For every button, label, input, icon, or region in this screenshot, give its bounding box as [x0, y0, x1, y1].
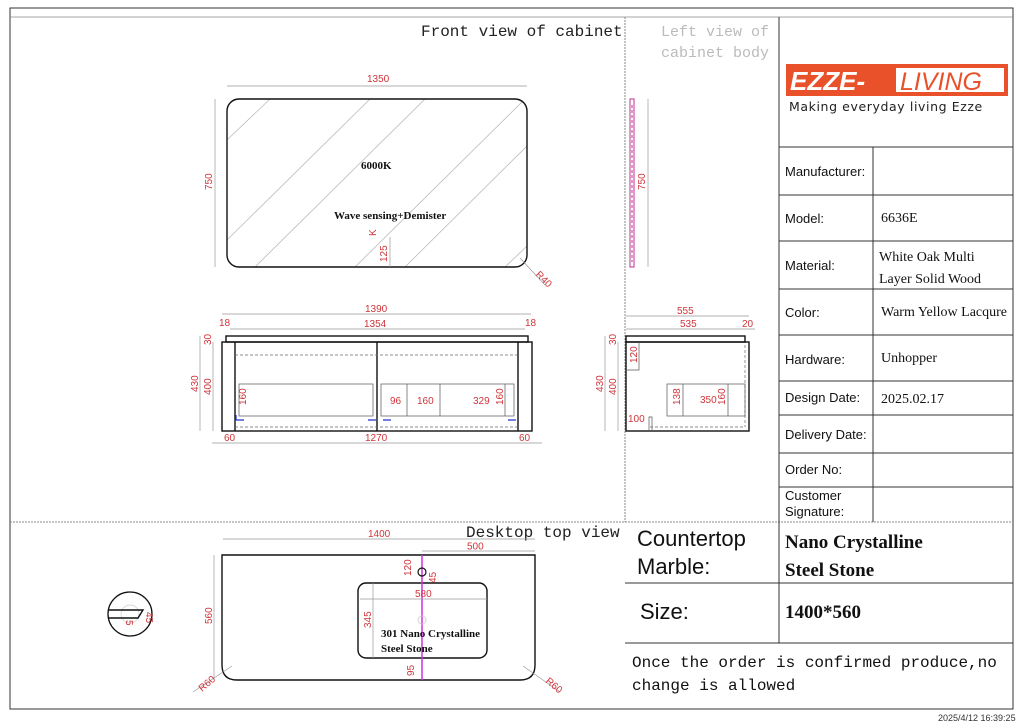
- dim-label: 30: [203, 333, 214, 345]
- dim-label: 96: [390, 396, 402, 407]
- color-value: Warm Yellow Lacqure: [881, 305, 1007, 320]
- mirror-feature: Wave sensing+Demister: [334, 210, 446, 222]
- model-label: Model:: [785, 211, 824, 226]
- dim-label: 500: [467, 542, 484, 553]
- material-value: White Oak Multi: [879, 250, 975, 265]
- dim-label: 20: [742, 319, 754, 330]
- dim-label: 1390: [365, 304, 388, 315]
- dim-label: 120: [403, 559, 414, 576]
- sheet-border: [9, 7, 1014, 710]
- countertop-value: Steel Stone: [785, 560, 874, 581]
- customer-signature-label: Signature:: [785, 504, 844, 519]
- dim-label: 400: [608, 378, 619, 395]
- hardware-label: Hardware:: [785, 352, 845, 367]
- manufacturer-label: Manufacturer:: [785, 164, 865, 179]
- countertop-value: Nano Crystalline: [785, 532, 923, 553]
- dim-label: 750: [204, 173, 215, 190]
- brand-logo: EZZE- LIVING Making everyday living Ezze: [786, 64, 1008, 114]
- material-label: Material:: [785, 258, 835, 273]
- customer-signature-label: Customer: [785, 488, 842, 503]
- order-no-label: Order No:: [785, 462, 842, 477]
- dim-label: 60: [224, 433, 236, 444]
- dim-label: R60: [543, 676, 564, 697]
- material-value: Layer Solid Wood: [879, 272, 981, 287]
- order-notice: change is allowed: [632, 677, 795, 695]
- model-value: 6636E: [881, 211, 918, 226]
- dim-label: 30: [608, 333, 619, 345]
- dim-label: 120: [629, 346, 640, 363]
- dim-label: 345: [363, 611, 374, 628]
- countertop-material-note: Steel Stone: [381, 643, 433, 655]
- design-date-label: Design Date:: [785, 390, 860, 405]
- dim-label: 160: [238, 388, 249, 405]
- delivery-date-label: Delivery Date:: [785, 427, 867, 442]
- color-temperature: 6000K: [361, 160, 392, 172]
- brand-tagline: Making everyday living Ezze: [789, 99, 983, 114]
- dim-label: 1400: [368, 529, 391, 540]
- dim-label: 18: [219, 318, 231, 329]
- dim-label: 350: [700, 395, 717, 406]
- design-date-value: 2025.02.17: [881, 392, 944, 407]
- size-label: Size:: [640, 599, 689, 624]
- title-block: EZZE- LIVING Making everyday living Ezze…: [625, 17, 1013, 695]
- left-view-title: Left view of: [661, 24, 769, 41]
- dim-label: 535: [680, 319, 697, 330]
- dim-label: 1350: [367, 74, 390, 85]
- hardware-value: Unhopper: [881, 351, 937, 366]
- dim-label: K: [368, 229, 379, 236]
- dim-label: 60: [519, 433, 531, 444]
- left-view-title: cabinet body: [661, 45, 769, 62]
- color-label: Color:: [785, 305, 820, 320]
- dim-label: 45: [143, 612, 154, 624]
- mirror-side-view: 750: [629, 98, 649, 268]
- desktop-view-title: Desktop top view: [466, 524, 620, 542]
- countertop-label: Countertop: [637, 526, 746, 551]
- dim-label: R40: [533, 269, 554, 290]
- dim-label: 400: [203, 378, 214, 395]
- dim-label: 430: [595, 375, 606, 392]
- dim-label: 555: [677, 306, 694, 317]
- dim-label: 138: [672, 388, 683, 405]
- front-view-title: Front view of cabinet: [421, 23, 623, 41]
- dim-label: 5: [123, 620, 134, 626]
- dim-label: 750: [637, 173, 648, 190]
- dim-label: 430: [190, 375, 201, 392]
- dim-label: 100: [628, 414, 645, 425]
- timestamp: 2025/4/12 16:39:25: [938, 713, 1016, 723]
- drain-detail: [107, 591, 153, 637]
- dim-label: 1270: [365, 433, 388, 444]
- mirror-front-view: 1350 750 6000K Wave sensing+Demister 125…: [204, 74, 554, 290]
- size-value: 1400*560: [785, 602, 861, 623]
- cabinet-side-view: 555 535 20 430 400 30 120 100 138 350 16…: [595, 306, 755, 432]
- dim-label: 18: [525, 318, 537, 329]
- svg-text:LIVING: LIVING: [900, 68, 982, 96]
- dim-label: 580: [415, 589, 432, 600]
- cabinet-front-view: 1390 1354 18 18 430 400 30 160 96 160 32…: [190, 304, 542, 444]
- dim-label: 160: [717, 388, 728, 405]
- dim-label: 560: [204, 607, 215, 624]
- dim-label: 160: [495, 388, 506, 405]
- countertop-label: Marble:: [637, 554, 710, 579]
- dim-label: 125: [379, 245, 390, 262]
- dim-label: 95: [406, 664, 417, 676]
- dim-label: 45: [428, 571, 439, 583]
- svg-text:EZZE-: EZZE-: [790, 66, 865, 96]
- dim-label: 1354: [364, 319, 387, 330]
- order-notice: Once the order is confirmed produce,no: [632, 654, 997, 672]
- countertop-top-view: 1400 500 560 120 45 580 345 95 301 Nano …: [107, 529, 565, 697]
- dim-label: 160: [417, 396, 434, 407]
- dim-label: 329: [473, 396, 490, 407]
- countertop-material-note: 301 Nano Crystalline: [381, 628, 480, 640]
